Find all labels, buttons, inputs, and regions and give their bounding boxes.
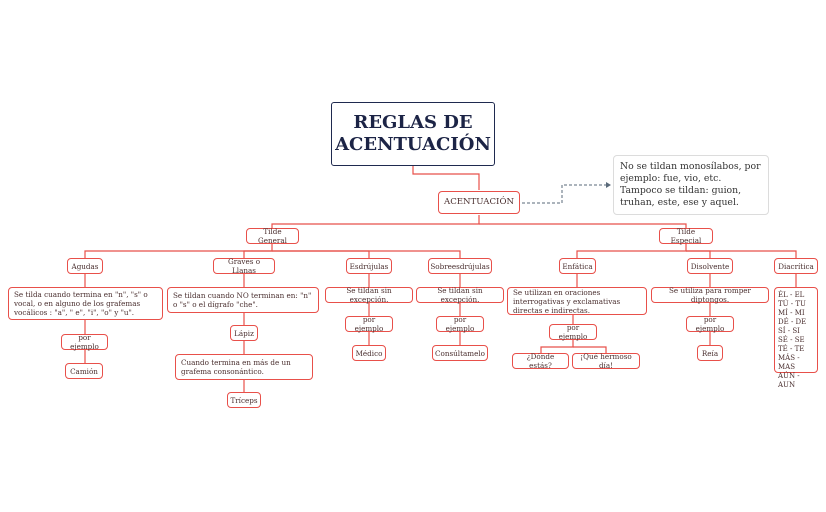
graves-rule[interactable]: Se tildan cuando NO terminan en: "n" o "… [167, 287, 319, 313]
tilde-general-node[interactable]: Tilde General [246, 227, 299, 245]
diacritica-pair: ÉL - EL [778, 291, 805, 299]
diacritica-pair: AÚN - AUN [778, 371, 800, 389]
disolvente-rule[interactable]: Se utiliza para romper diptongos. [651, 286, 769, 304]
esdrujulas-node[interactable]: Esdrújulas [346, 258, 392, 274]
enfatica-example-1[interactable]: ¿Dónde estás? [512, 352, 569, 370]
diacritica-pair: SÉ - SE [778, 335, 805, 344]
diacritica-pair: MÁS - MAS [778, 353, 800, 371]
map-title[interactable]: REGLAS DE ACENTUACIÓN [331, 102, 495, 166]
enfatica-node[interactable]: Enfática [559, 258, 596, 274]
diacritica-pair: DÉ - DE [778, 317, 807, 326]
enfatica-example-2[interactable]: ¡Qué hermoso día! [572, 352, 640, 370]
enfatica-por-ejemplo[interactable]: por ejemplo [549, 323, 597, 341]
sobreesdrujulas-example[interactable]: Consúltamelo [432, 345, 488, 361]
graves-example-1[interactable]: Lápiz [230, 325, 258, 341]
graves-rule-2[interactable]: Cuando termina en más de un grafema cons… [175, 354, 313, 380]
agudas-node[interactable]: Agudas [67, 258, 103, 274]
agudas-rule[interactable]: Se tilda cuando termina en "n", "s" o vo… [8, 287, 163, 320]
diacritica-node[interactable]: Diacrítica [774, 258, 818, 274]
sobreesdrujulas-node[interactable]: Sobreesdrújulas [428, 258, 492, 274]
diacritica-pair: MÍ - MI [778, 308, 805, 317]
disolvente-example[interactable]: Reía [697, 345, 723, 361]
diacritica-pair: SÍ - SI [778, 326, 800, 335]
esdrujulas-example[interactable]: Médico [352, 345, 386, 361]
diacritica-pairs[interactable]: ÉL - EL TÚ - TU MÍ - MI DÉ - DE SÍ - SI … [774, 287, 818, 389]
graves-node[interactable]: Graves o Llanas [213, 257, 275, 275]
sobreesdrujulas-rule[interactable]: Se tildan sin excepción. [416, 286, 504, 304]
diacritica-pair: TÚ - TU [778, 299, 806, 308]
agudas-por-ejemplo[interactable]: por ejemplo [61, 333, 108, 351]
tilde-especial-node[interactable]: Tilde Especial [659, 227, 713, 245]
root-node[interactable]: ACENTUACIÓN [438, 191, 520, 214]
esdrujulas-rule[interactable]: Se tildan sin excepción. [325, 286, 413, 304]
disolvente-node[interactable]: Disolvente [687, 258, 733, 274]
diacritica-pair: TÉ - TE [778, 344, 805, 353]
disolvente-por-ejemplo[interactable]: por ejemplo [686, 315, 734, 333]
sobreesdrujulas-por-ejemplo[interactable]: por ejemplo [436, 315, 484, 333]
agudas-example[interactable]: Camión [65, 363, 103, 379]
enfatica-rule[interactable]: Se utilizan en oraciones interrogativas … [507, 287, 647, 315]
note-monosilabos[interactable]: No se tildan monosílabos, por ejemplo: f… [613, 155, 769, 215]
esdrujulas-por-ejemplo[interactable]: por ejemplo [345, 315, 393, 333]
graves-example-2[interactable]: Tríceps [227, 392, 261, 408]
